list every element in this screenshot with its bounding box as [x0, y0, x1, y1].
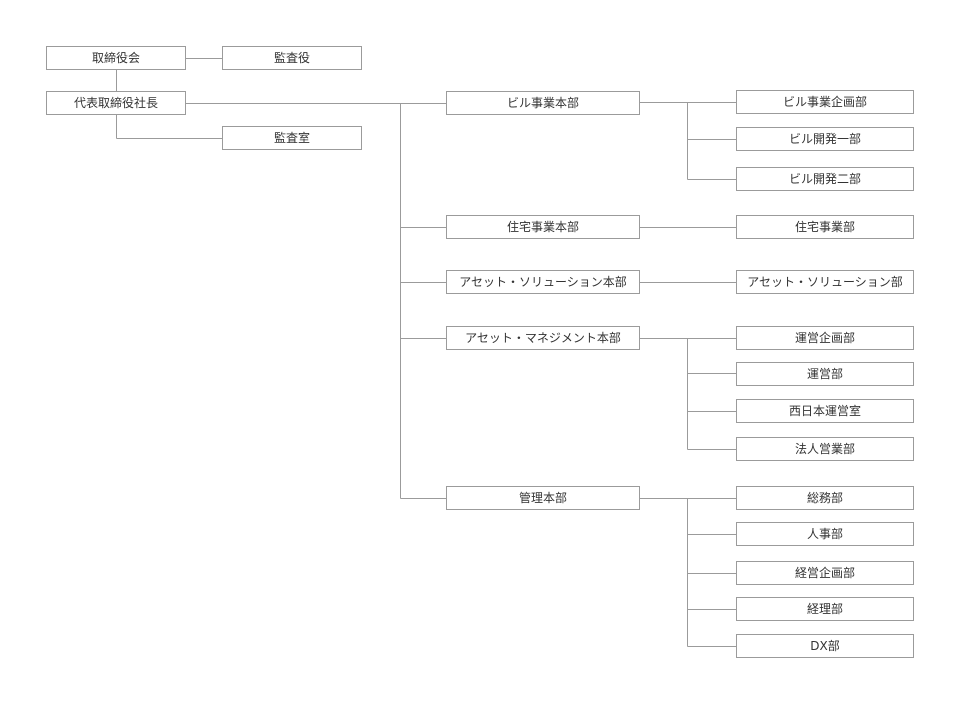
department-box: 経営企画部	[736, 561, 914, 585]
board-box: 取締役会	[46, 46, 186, 70]
auditor-box: 監査役	[222, 46, 362, 70]
department-box: DX部	[736, 634, 914, 658]
department-box: 総務部	[736, 486, 914, 510]
department-box: ビル開発二部	[736, 167, 914, 191]
department-box: 住宅事業部	[736, 215, 914, 239]
division-box-asset-solution: アセット・ソリューション本部	[446, 270, 640, 294]
department-box: 法人営業部	[736, 437, 914, 461]
audit-office-box: 監査室	[222, 126, 362, 150]
division-box-admin: 管理本部	[446, 486, 640, 510]
department-box: 人事部	[736, 522, 914, 546]
department-box: ビル開発一部	[736, 127, 914, 151]
division-box-asset-management: アセット・マネジメント本部	[446, 326, 640, 350]
division-box-housing: 住宅事業本部	[446, 215, 640, 239]
department-box: ビル事業企画部	[736, 90, 914, 114]
department-box: アセット・ソリューション部	[736, 270, 914, 294]
department-box: 経理部	[736, 597, 914, 621]
department-box: 西日本運営室	[736, 399, 914, 423]
president-box: 代表取締役社長	[46, 91, 186, 115]
department-box: 運営部	[736, 362, 914, 386]
department-box: 運営企画部	[736, 326, 914, 350]
division-box-building: ビル事業本部	[446, 91, 640, 115]
